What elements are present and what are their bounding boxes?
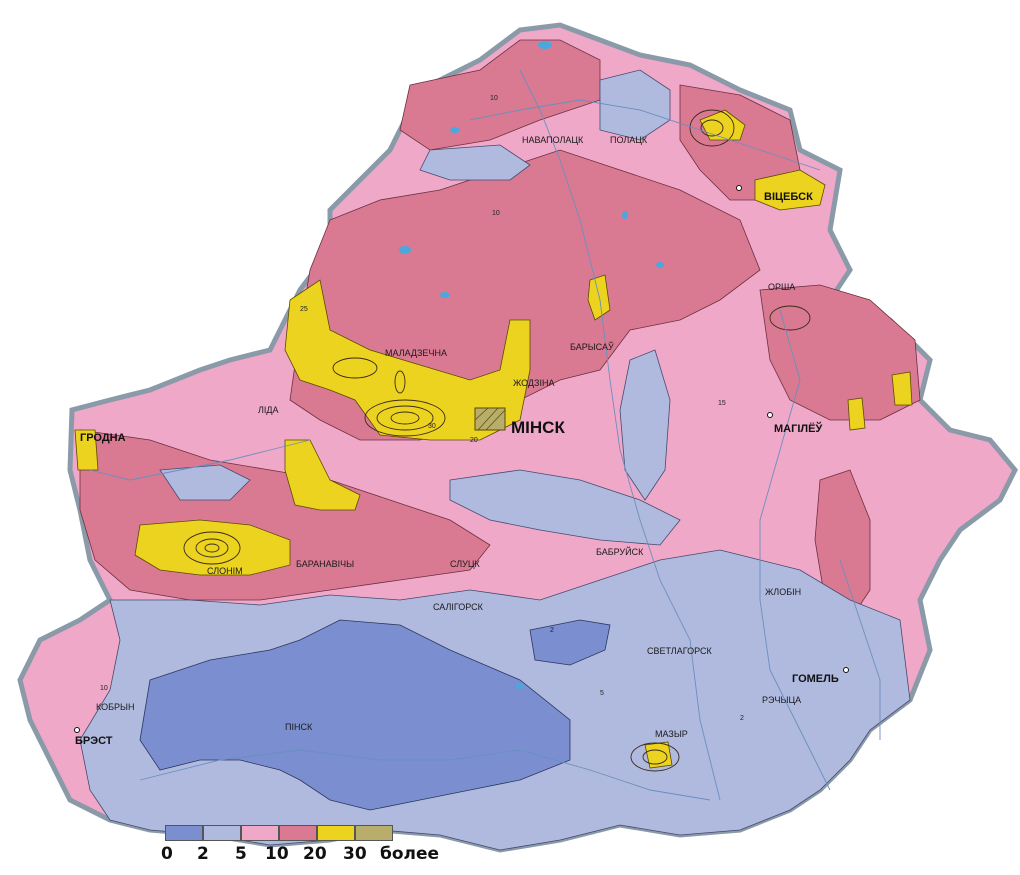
- zone-2-5-central: [449, 469, 681, 546]
- label-homel: ГОМЕЛЬ: [792, 673, 839, 685]
- iso-label: 20: [470, 437, 478, 444]
- lakes: [399, 41, 664, 689]
- zone-2-5-north-west: [419, 144, 531, 181]
- label-barysau: БАРЫСАЎ: [570, 341, 614, 352]
- legend: 0 2 5 10 20 30 более: [161, 825, 455, 873]
- label-saligorsk: САЛІГОРСК: [433, 602, 484, 612]
- label-lida: ЛІДА: [258, 405, 279, 415]
- legend-swatch-2-5: [203, 825, 241, 841]
- zone-10-20-east: [759, 284, 921, 421]
- zone-0-2-saligorsk-east: [529, 619, 611, 666]
- zone-2-5-west-pocket: [159, 464, 251, 501]
- label-polatsk: ПОЛАЦК: [610, 135, 648, 145]
- iso-label: 15: [718, 400, 726, 407]
- iso-label: 10: [490, 95, 498, 102]
- label-minsk: МІНСК: [511, 418, 565, 437]
- legend-label-5: 5: [235, 844, 247, 864]
- zone-20-30-navahrudak: [284, 439, 361, 511]
- iso-label: 30: [428, 423, 436, 430]
- label-maladzechna: МАЛАДЗЕЧНА: [385, 348, 447, 358]
- legend-label-20: 20: [303, 844, 327, 864]
- legend-swatch-5-10: [241, 825, 279, 841]
- iso-label: 2: [550, 627, 554, 634]
- label-hrodna: ГРОДНА: [80, 432, 126, 444]
- legend-label-more: более: [380, 844, 440, 864]
- zone-20-30-minsk-upland: [284, 279, 531, 441]
- label-slonim: СЛОНІМ: [207, 566, 243, 576]
- legend-swatch-30-plus: [355, 825, 393, 841]
- label-babruisk: БАБРУЙСК: [596, 546, 644, 557]
- label-brest: БРЭСТ: [75, 735, 113, 747]
- label-rechytsa: РЭЧЫЦА: [762, 695, 801, 705]
- label-mahilou: МАГІЛЁЎ: [774, 422, 822, 435]
- label-kobryn: КОБРЫН: [96, 702, 135, 712]
- label-baranavichy: БАРАНАВІЧЫ: [296, 559, 354, 569]
- legend-swatch-0-2: [165, 825, 203, 841]
- legend-swatch-20-30: [317, 825, 355, 841]
- label-navapolatsk: НАВАПОЛАЦК: [522, 135, 584, 145]
- label-vitsebsk: ВІЦЕБСК: [764, 191, 813, 203]
- zone-20-30-mahilou-east: [891, 371, 913, 406]
- label-zhlobin: ЖЛОБІН: [765, 587, 801, 597]
- zone-2-5-berezina: [619, 349, 671, 501]
- zone-20-30-mahilou: [847, 397, 866, 431]
- city-markers: [74, 185, 849, 733]
- zone-20-30-grodna: [74, 429, 99, 471]
- iso-label: 2: [740, 715, 744, 722]
- minsk-city-area: [474, 407, 506, 431]
- legend-label-0: 0: [161, 844, 173, 864]
- minsk-hatch: [474, 407, 506, 431]
- zone-20-30-vitsebsk: [754, 169, 826, 211]
- iso-label: 5: [600, 690, 604, 697]
- legend-swatch-10-20: [279, 825, 317, 841]
- label-mazyr: МАЗЫР: [655, 729, 688, 739]
- label-zhodzina: ЖОДЗІНА: [513, 378, 554, 388]
- isoline-rings: [183, 109, 811, 772]
- label-pinsk: ПІНСК: [285, 722, 313, 732]
- rivers: [89, 69, 881, 801]
- iso-label: 10: [100, 685, 108, 692]
- label-slutsk: СЛУЦК: [450, 559, 480, 569]
- legend-label-10: 10: [265, 844, 289, 864]
- iso-label: 10: [492, 210, 500, 217]
- legend-label-30: 30: [343, 844, 367, 864]
- legend-label-2: 2: [197, 844, 209, 864]
- label-orsha: ОРША: [768, 282, 795, 292]
- iso-label: 25: [300, 306, 308, 313]
- label-svetlahorsk: СВЕТЛАГОРСК: [647, 646, 712, 656]
- zone-20-30-slonim: [134, 519, 291, 576]
